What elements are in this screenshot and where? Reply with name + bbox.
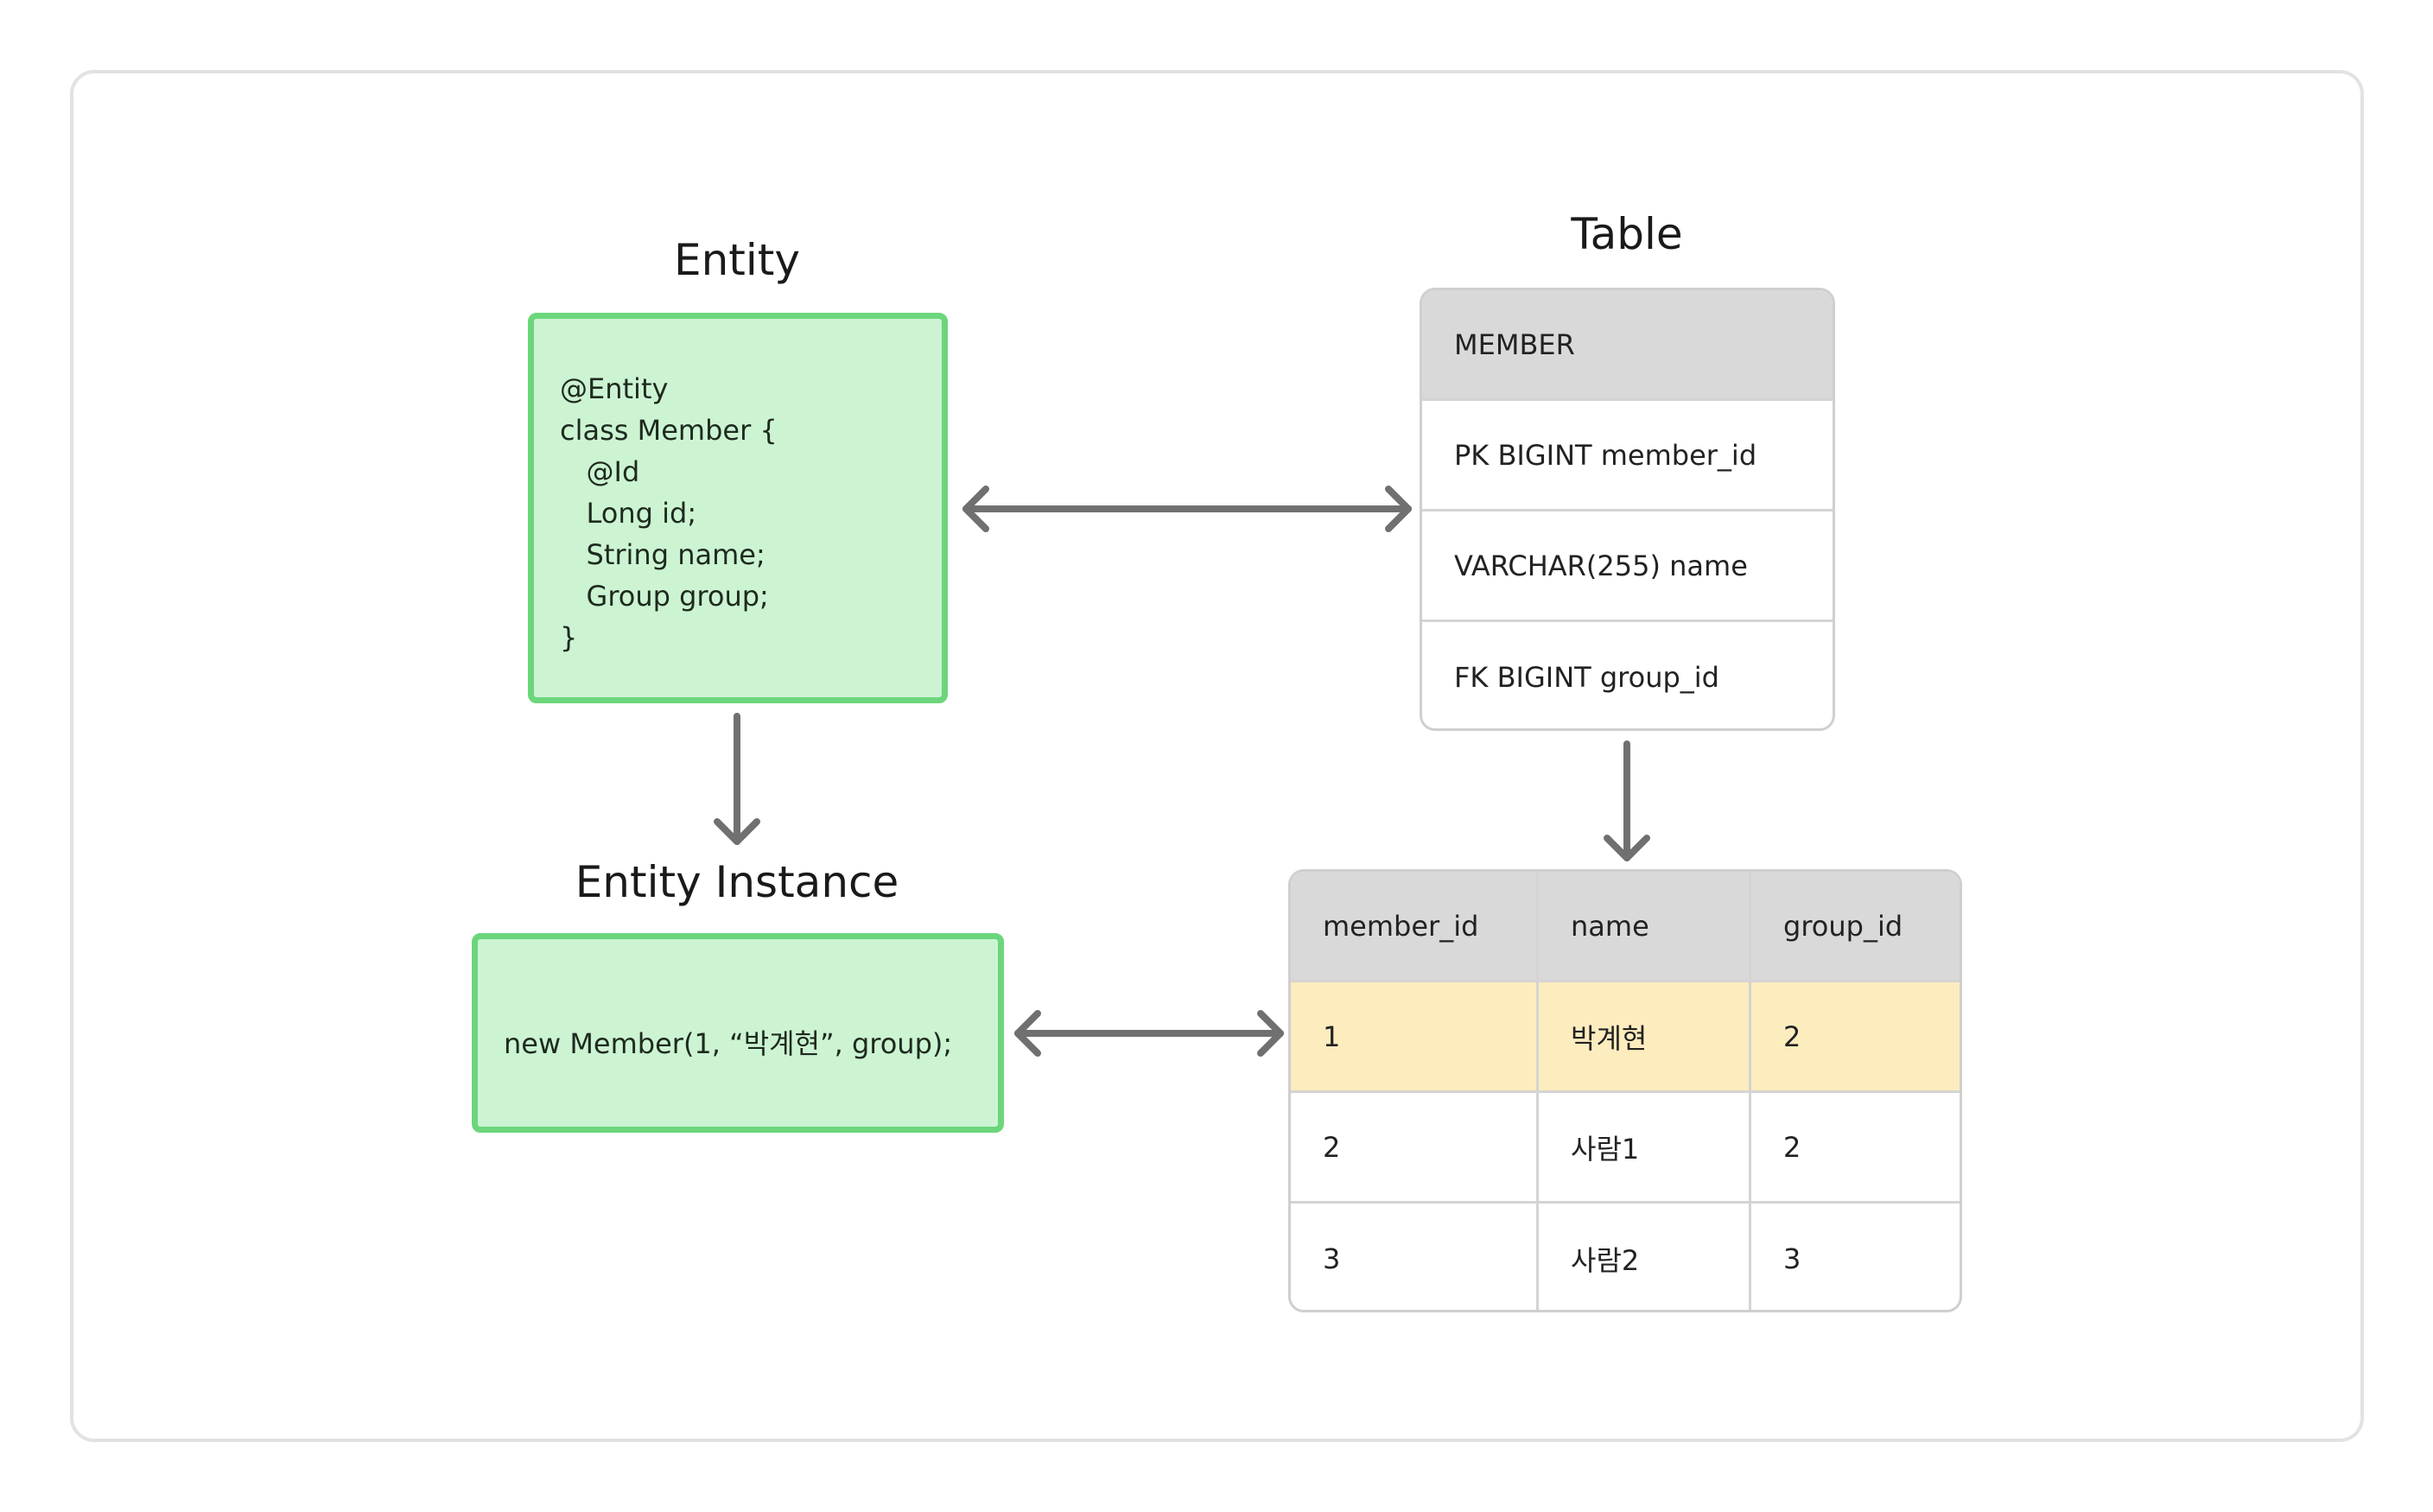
schema-column: FK BIGINT group_id — [1454, 661, 1719, 694]
entity-heading: Entity — [674, 235, 800, 285]
entity-instance-heading: Entity Instance — [575, 857, 899, 907]
table-cell: 3 — [1291, 1204, 1539, 1310]
column-header: group_id — [1783, 909, 1903, 943]
rows-table: member_id name group_id 1 박계현 2 2 사람1 2 … — [1288, 869, 1962, 1312]
table-cell: 1 — [1291, 982, 1539, 1090]
table-cell: 사람1 — [1539, 1093, 1751, 1201]
code-line: } — [560, 621, 578, 654]
entity-to-instance-arrow — [714, 713, 760, 845]
instance-code: new Member(1, “박계현”, group); — [504, 1027, 953, 1060]
table-cell: 2 — [1291, 1093, 1539, 1201]
column-header: member_id — [1291, 872, 1539, 980]
table-cell: 사람2 — [1539, 1204, 1751, 1310]
code-line: String name; — [560, 538, 765, 571]
table-cell: 3 — [1783, 1242, 1801, 1275]
code-line: @Id — [560, 455, 640, 488]
table-cell: 2 — [1783, 1020, 1801, 1053]
code-line: Group group; — [560, 580, 769, 613]
schema-table: MEMBER PK BIGINT member_id VARCHAR(255) … — [1420, 288, 1835, 731]
diagram-frame — [70, 70, 2364, 1442]
code-line: class Member { — [560, 414, 778, 447]
table-row: 2 사람1 2 — [1291, 1093, 1960, 1204]
table-cell: 2 — [1783, 1130, 1801, 1164]
entity-instance-box: new Member(1, “박계현”, group); — [472, 933, 1004, 1133]
table-cell: 박계현 — [1539, 982, 1751, 1090]
instance-row-double-arrow — [1014, 1010, 1284, 1057]
schema-table-name: MEMBER — [1422, 290, 1833, 401]
code-line: Long id; — [560, 497, 697, 530]
schema-column: VARCHAR(255) name — [1422, 511, 1833, 622]
table-row-highlighted: 1 박계현 2 — [1291, 982, 1960, 1093]
table-row: 3 사람2 3 — [1291, 1204, 1960, 1310]
table-header-row: member_id name group_id — [1291, 872, 1960, 982]
code-line: @Entity — [560, 372, 669, 405]
table-to-rows-arrow — [1604, 740, 1650, 861]
entity-table-double-arrow — [962, 486, 1412, 532]
table-heading: Table — [1571, 209, 1683, 259]
schema-column: PK BIGINT member_id — [1422, 401, 1833, 511]
entity-class-box: @Entity class Member { @Id Long id; Stri… — [528, 313, 948, 703]
column-header: name — [1539, 872, 1751, 980]
